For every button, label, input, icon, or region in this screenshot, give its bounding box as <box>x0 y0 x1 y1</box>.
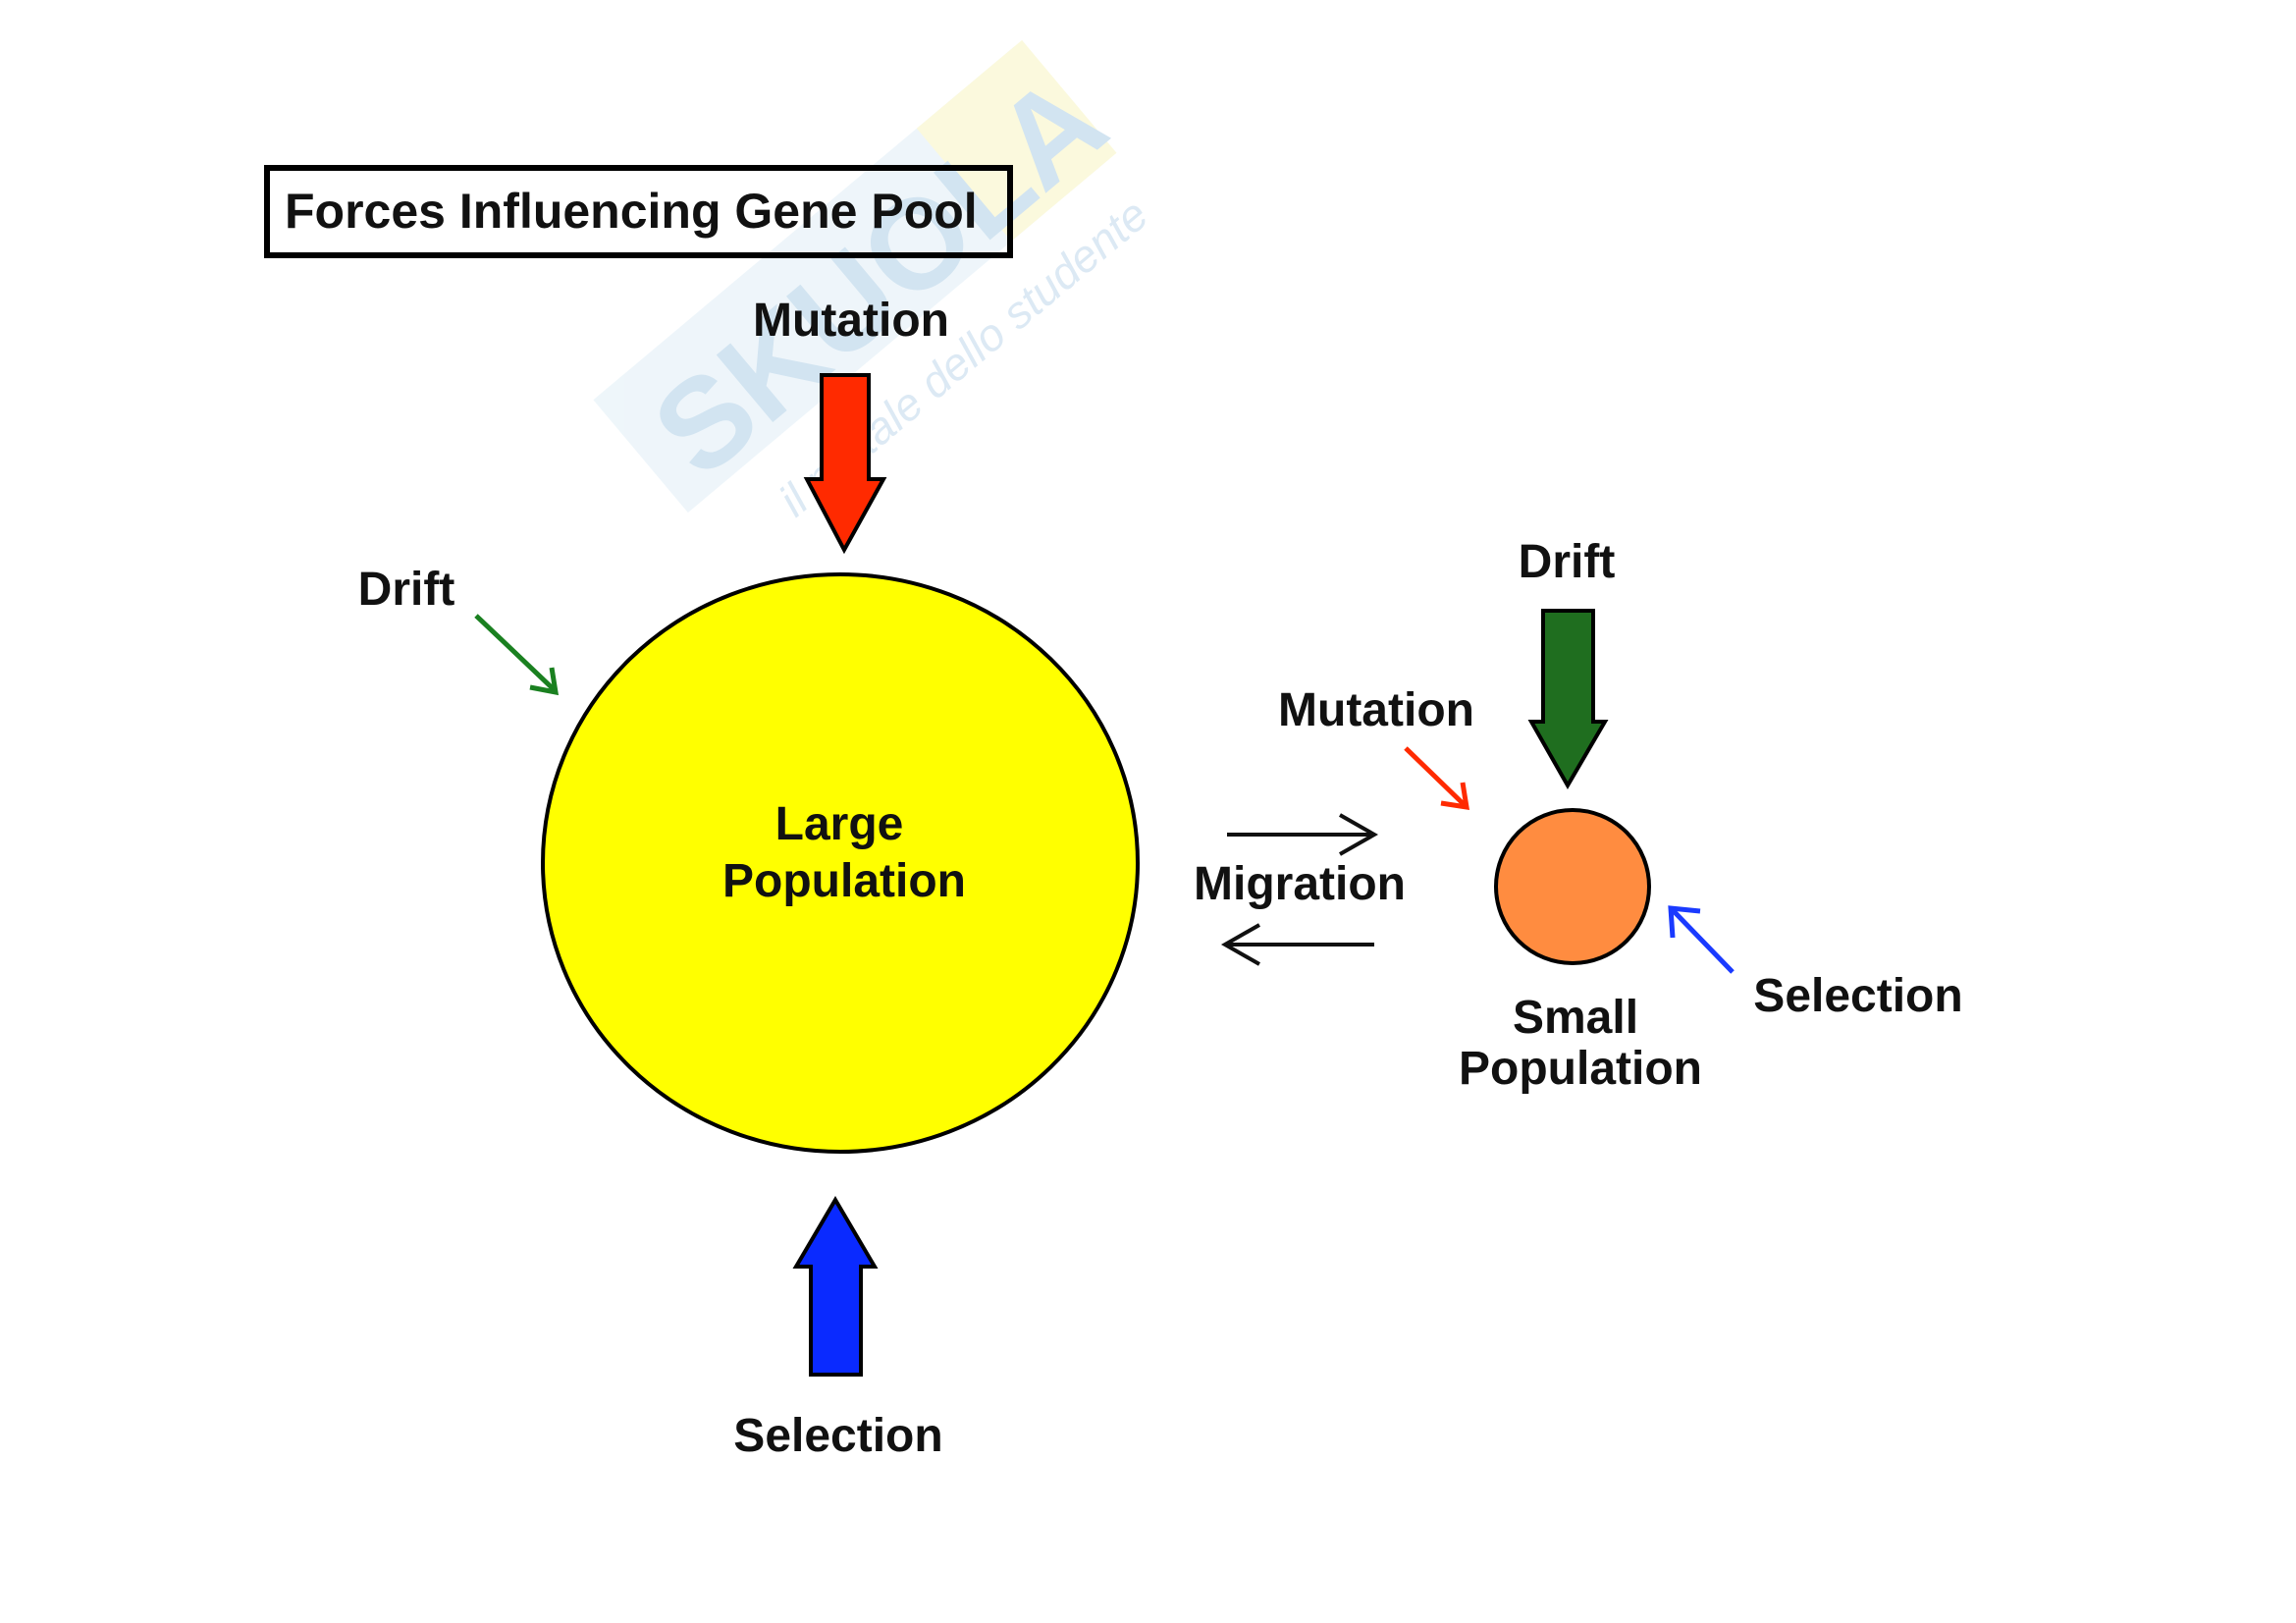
large-mutation-label: Mutation <box>753 295 949 347</box>
title-box <box>264 165 1013 258</box>
large-population-circle <box>541 572 1140 1154</box>
small-mutation-arrow <box>1404 746 1470 810</box>
large-population-label-2: Population <box>722 855 966 907</box>
small-population-label-2: Population <box>1459 1043 1702 1095</box>
large-drift-label: Drift <box>358 564 455 616</box>
large-selection-arrow <box>792 1196 879 1377</box>
small-mutation-label: Mutation <box>1278 684 1474 736</box>
large-selection-label: Selection <box>733 1410 942 1462</box>
small-selection-label: Selection <box>1753 970 1962 1022</box>
small-selection-arrow <box>1668 905 1735 974</box>
small-population-circle <box>1494 808 1651 965</box>
small-drift-label: Drift <box>1519 536 1616 588</box>
large-mutation-arrow <box>803 373 887 555</box>
diagram-title: Forces Influencing Gene Pool <box>285 184 978 239</box>
migration-label: Migration <box>1194 858 1406 910</box>
small-drift-arrow <box>1527 609 1609 790</box>
large-drift-arrow <box>474 614 560 696</box>
small-population-label-1: Small <box>1513 992 1638 1044</box>
large-population-label-1: Large <box>775 798 904 850</box>
